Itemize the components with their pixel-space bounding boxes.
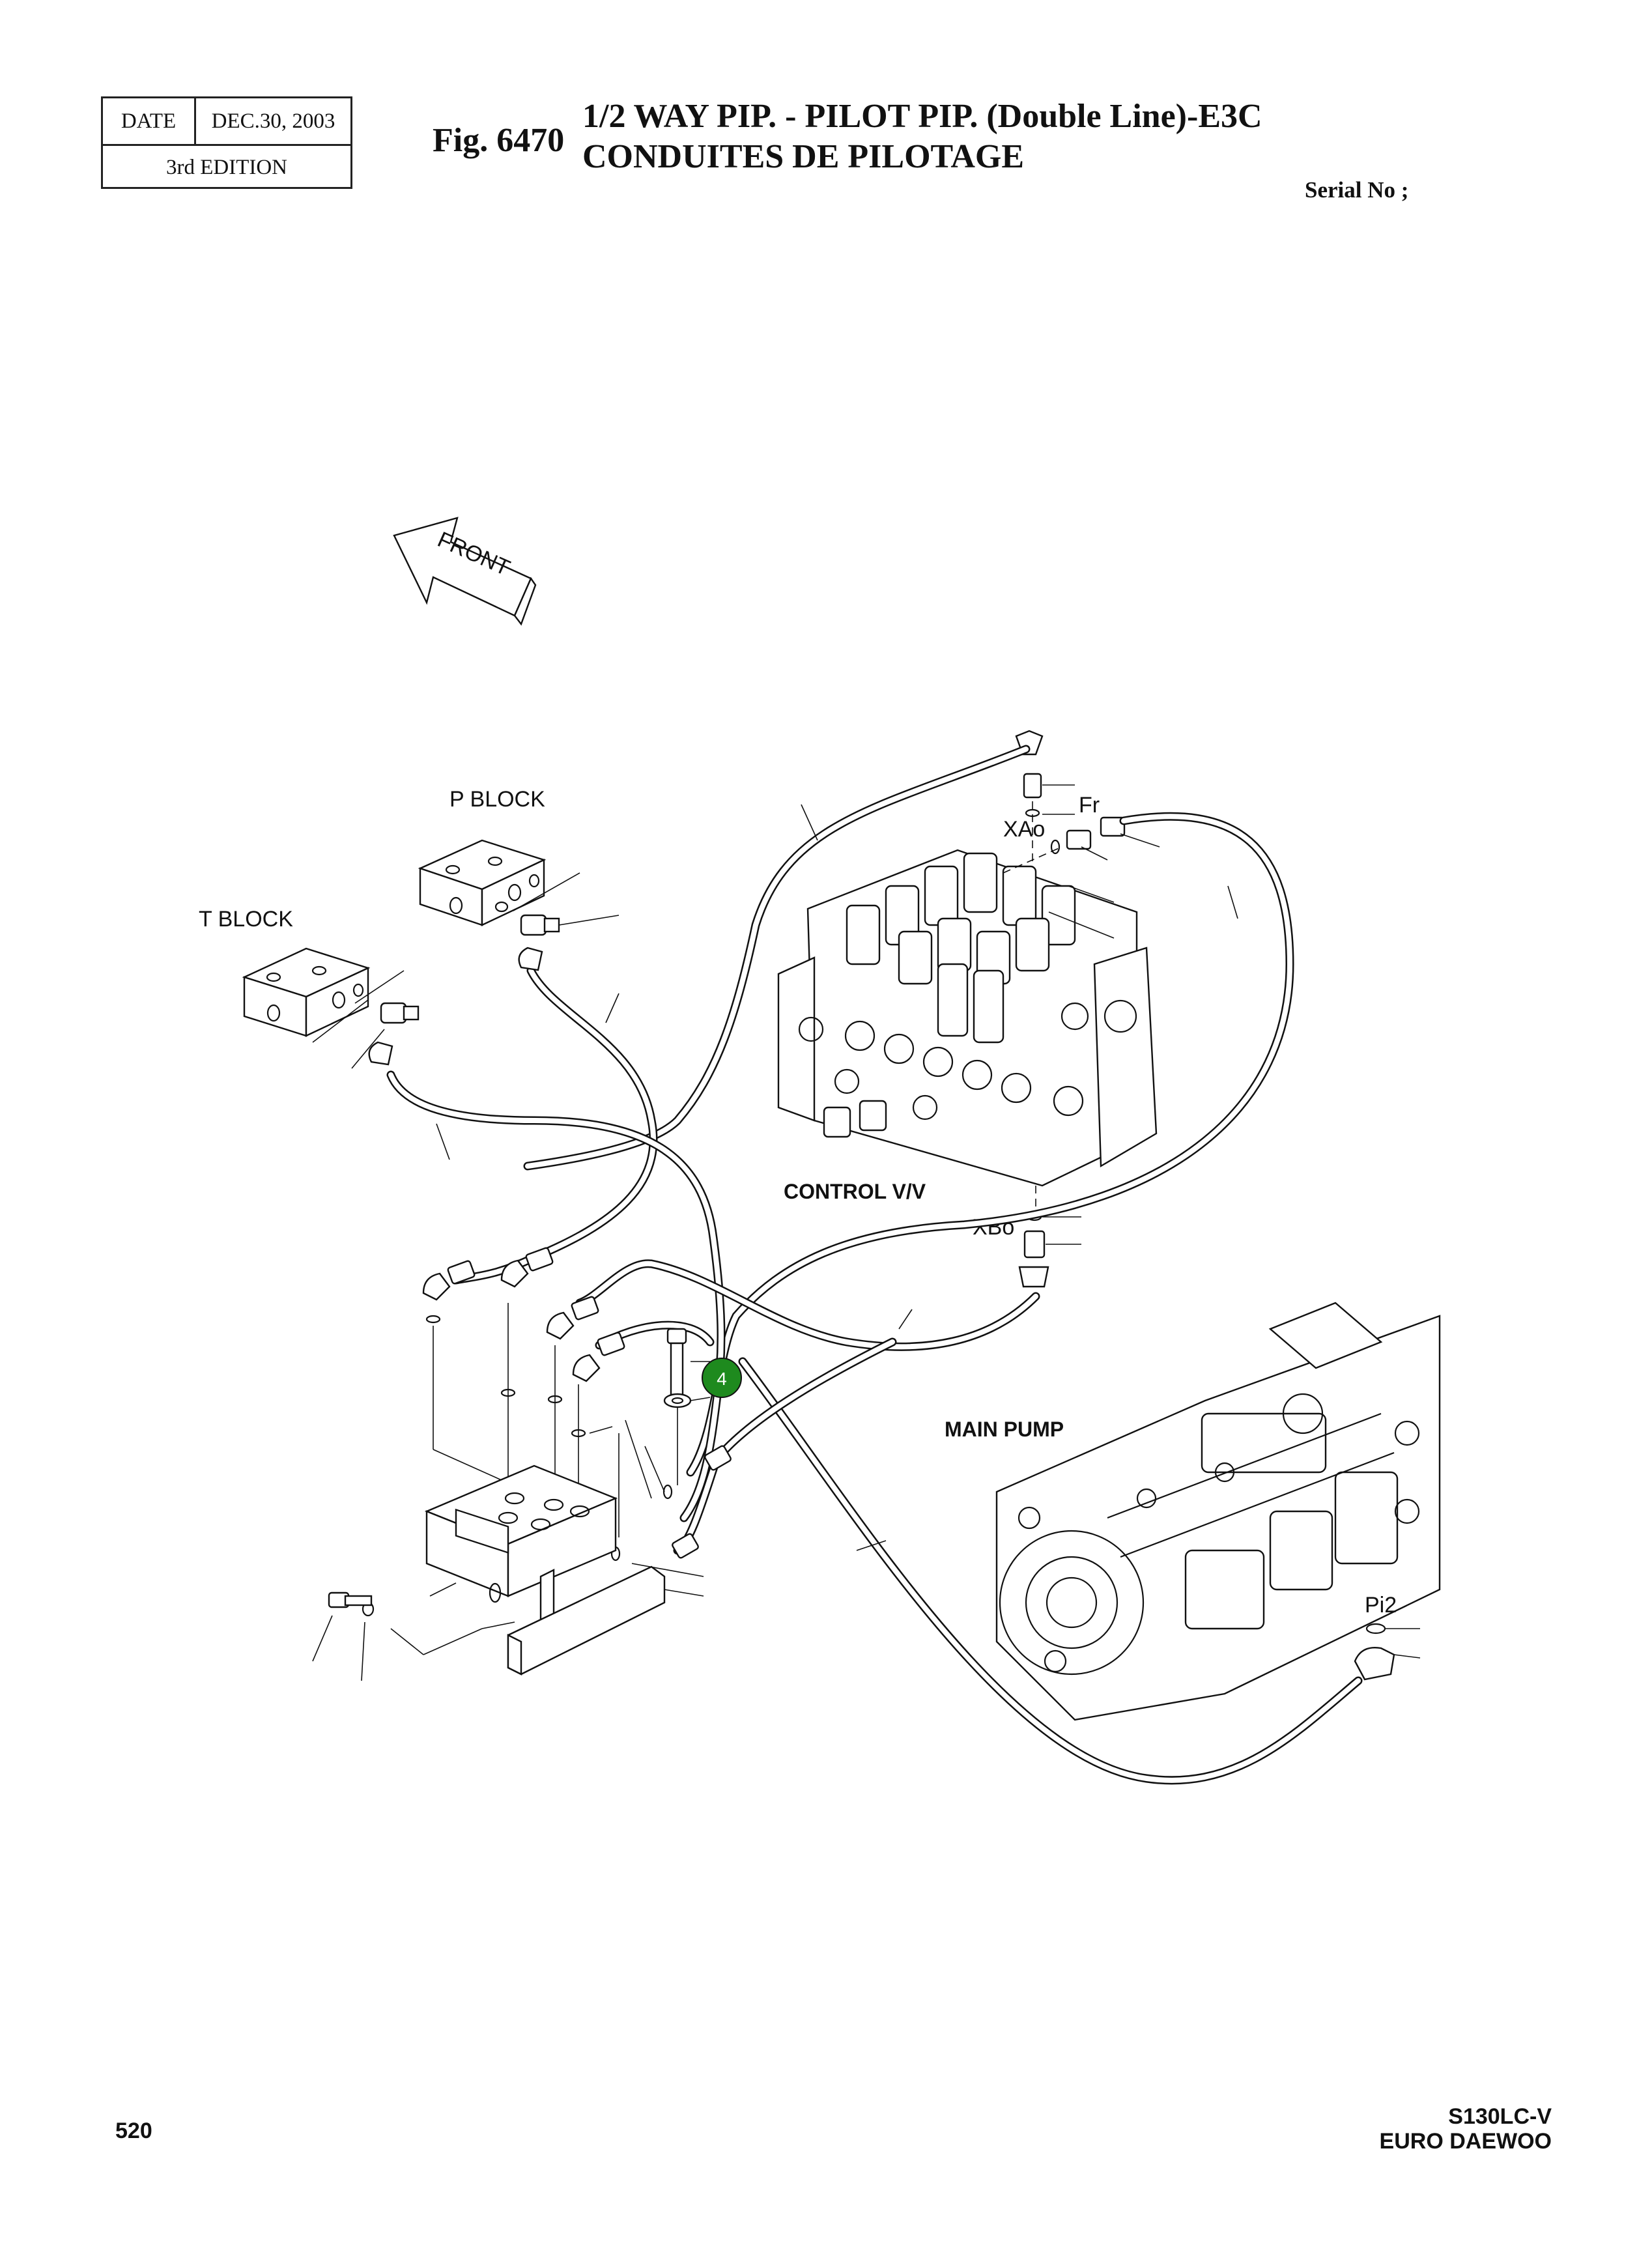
xbo-fittings: [1018, 1212, 1081, 1288]
page-number: 520: [115, 2118, 152, 2143]
fr-fittings: [1003, 816, 1160, 939]
title-line-french: CONDUITES DE PILOTAGE: [582, 138, 1025, 175]
valve-ports: [798, 999, 1137, 1138]
bracket-bolt: [312, 1591, 373, 1681]
figure-title: 1/2 WAY PIP. - PILOT PIP. (Double Line)-…: [582, 96, 1262, 177]
xao-fittings: [1015, 730, 1075, 866]
p-block-label: P BLOCK: [449, 787, 545, 812]
model-label: S130LC-V EURO DAEWOO: [1380, 2104, 1552, 2154]
p-block-part: [418, 839, 620, 936]
manufacturer-name: EURO DAEWOO: [1379, 2129, 1552, 2154]
mounting-bracket-part: [429, 1563, 704, 1676]
spool-caps: [846, 852, 1076, 1044]
bolt-and-washer: [663, 1328, 711, 1408]
figure-number: Fig. 6470: [433, 122, 565, 159]
callout-circle: [702, 1358, 742, 1398]
t-block-part: [242, 947, 420, 1069]
t-block-label: T BLOCK: [199, 907, 293, 932]
model-name: S130LC-V: [1448, 2104, 1552, 2129]
main-pump-label: MAIN PUMP: [945, 1418, 1064, 1441]
date-edition-box: DATE DEC.30, 2003 3rd EDITION: [101, 96, 352, 189]
pi2-fittings: [1354, 1623, 1421, 1681]
date-row: DATE DEC.30, 2003: [103, 98, 350, 146]
pilot-block-part: [424, 1464, 618, 1643]
callout-marker-4: 4: [702, 1358, 742, 1398]
main-pump-part: [995, 1302, 1441, 1721]
port-fr-label: Fr: [1079, 793, 1100, 818]
port-xao-label: XAo: [1003, 817, 1045, 842]
pilot-hoses: [386, 745, 1363, 1785]
port-pi2-label: Pi2: [1365, 1593, 1397, 1618]
front-direction-arrow: FRONT: [393, 517, 537, 626]
edition-label: 3rd EDITION: [165, 155, 288, 179]
control-valve-part: [777, 849, 1158, 1208]
hose-end-fittings: [368, 947, 732, 1559]
leader-lines: [436, 804, 1238, 1551]
serial-number-label: Serial No ;: [1305, 177, 1409, 203]
date-label: DATE: [103, 98, 196, 144]
control-valve-label: CONTROL V/V: [784, 1180, 926, 1203]
callout-number: 4: [717, 1369, 727, 1389]
date-value: DEC.30, 2003: [211, 109, 335, 133]
assembly-lines: [390, 1303, 678, 1655]
title-line-english: 1/2 WAY PIP. - PILOT PIP. (Double Line)-…: [582, 98, 1262, 135]
